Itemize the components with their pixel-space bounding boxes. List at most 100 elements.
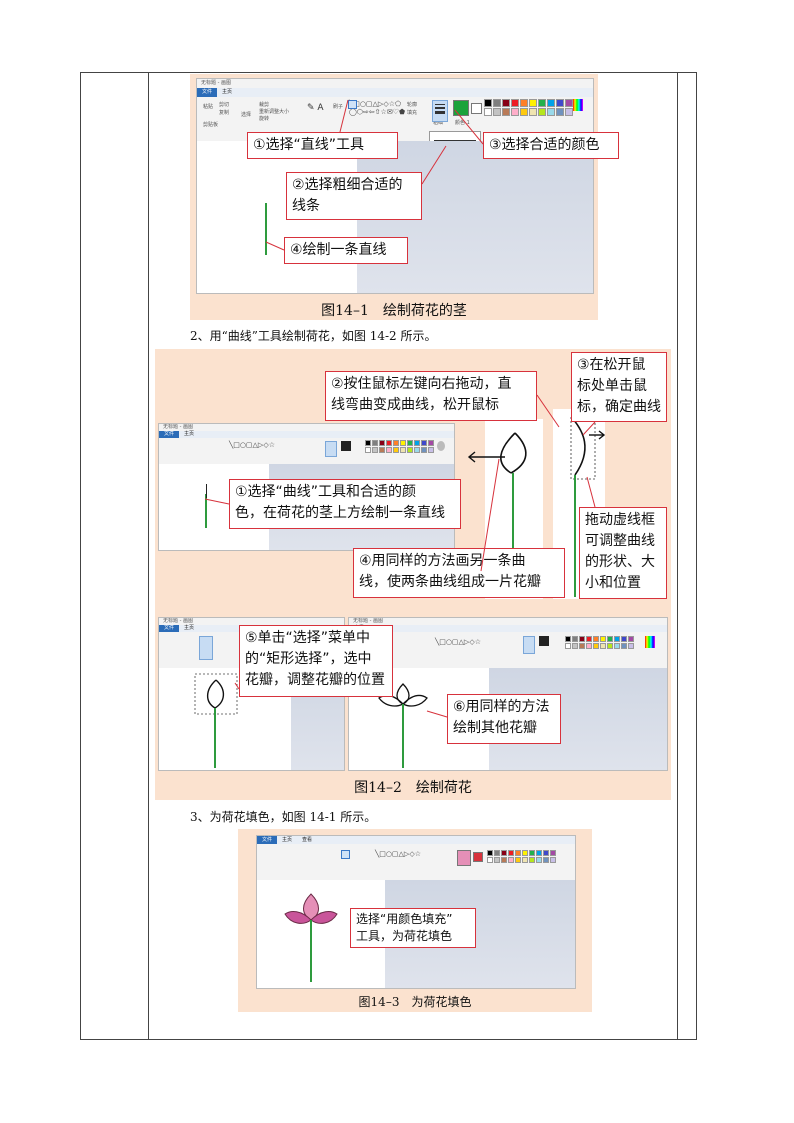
palette-swatch[interactable] <box>572 643 578 649</box>
palette-swatch[interactable] <box>414 440 420 446</box>
palette-swatch[interactable] <box>543 857 549 863</box>
tab-file[interactable]: 文件 <box>257 836 278 844</box>
palette-swatch[interactable] <box>593 636 599 642</box>
palette-swatch[interactable] <box>484 99 492 107</box>
palette-swatch[interactable] <box>515 857 521 863</box>
palette-swatch[interactable] <box>502 99 510 107</box>
color1-swatch[interactable] <box>539 636 549 646</box>
tab-home[interactable]: 主页 <box>184 625 195 631</box>
size-dropdown-icon[interactable] <box>523 636 535 654</box>
palette-swatch[interactable] <box>379 440 385 446</box>
palette-swatch[interactable] <box>372 447 378 453</box>
palette-swatch[interactable] <box>365 440 371 446</box>
palette-swatch[interactable] <box>565 636 571 642</box>
palette-swatch[interactable] <box>421 440 427 446</box>
size-dropdown-icon[interactable] <box>325 441 337 457</box>
palette-swatch[interactable] <box>522 850 528 856</box>
palette-swatch[interactable] <box>621 636 627 642</box>
palette-swatch[interactable] <box>520 99 528 107</box>
edit-colors-icon[interactable] <box>573 99 583 111</box>
select-button[interactable] <box>199 636 213 660</box>
palette-swatch[interactable] <box>572 636 578 642</box>
size-button[interactable]: 粗细 <box>433 120 444 126</box>
color1-swatch[interactable] <box>341 441 351 451</box>
palette-swatch[interactable] <box>487 857 493 863</box>
tab-home[interactable]: 主页 <box>222 89 233 95</box>
palette-swatch[interactable] <box>407 447 413 453</box>
palette-swatch[interactable] <box>547 108 555 116</box>
palette-swatch[interactable] <box>428 447 434 453</box>
palette-swatch[interactable] <box>511 108 519 116</box>
palette-swatch[interactable] <box>393 447 399 453</box>
pencil-icon[interactable]: ✎ A <box>307 103 324 113</box>
palette-swatch[interactable] <box>556 99 564 107</box>
crop-button[interactable]: 裁剪 <box>259 102 270 108</box>
palette-swatch[interactable] <box>407 440 413 446</box>
rotate-button[interactable]: 旋转 <box>259 116 270 122</box>
palette-swatch[interactable] <box>365 447 371 453</box>
palette-swatch[interactable] <box>386 447 392 453</box>
palette-swatch[interactable] <box>522 857 528 863</box>
palette-swatch[interactable] <box>520 108 528 116</box>
edit-colors-icon[interactable] <box>645 636 655 648</box>
copy-button[interactable]: 复制 <box>219 110 230 116</box>
shapes-gallery[interactable]: ╲□○▢△▷◇☆ <box>375 850 421 858</box>
line-tool-icon[interactable] <box>348 100 357 109</box>
tab-home[interactable]: 主页 <box>184 431 195 437</box>
palette-swatch[interactable] <box>614 643 620 649</box>
palette-swatch[interactable] <box>494 850 500 856</box>
tab-view[interactable]: 查看 <box>302 837 313 843</box>
palette-swatch[interactable] <box>547 99 555 107</box>
color1-button[interactable]: 颜色 1 <box>455 120 470 126</box>
palette-swatch[interactable] <box>600 643 606 649</box>
palette-swatch[interactable] <box>372 440 378 446</box>
palette-swatch[interactable] <box>550 857 556 863</box>
palette-swatch[interactable] <box>543 850 549 856</box>
palette-swatch[interactable] <box>593 643 599 649</box>
palette-swatch[interactable] <box>621 643 627 649</box>
select-button[interactable]: 选择 <box>241 112 252 118</box>
tab-home[interactable]: 主页 <box>282 837 293 843</box>
palette-swatch[interactable] <box>607 636 613 642</box>
size-dropdown-icon[interactable] <box>432 100 448 122</box>
tab-file[interactable]: 文件 <box>197 88 218 97</box>
palette-swatch[interactable] <box>386 440 392 446</box>
palette-swatch[interactable] <box>508 857 514 863</box>
tab-file[interactable]: 文件 <box>159 431 180 438</box>
palette-swatch[interactable] <box>421 447 427 453</box>
palette-swatch[interactable] <box>607 643 613 649</box>
paste-button[interactable]: 粘贴 <box>203 104 214 110</box>
fill-tool-icon[interactable] <box>341 850 350 859</box>
palette-swatch[interactable] <box>493 108 501 116</box>
cut-button[interactable]: 剪切 <box>219 102 230 108</box>
tab-file[interactable]: 文件 <box>159 625 180 632</box>
shapes-gallery-row2[interactable]: ◯⬡⇨⇦⇧☆✉♡⬟ <box>349 108 406 116</box>
palette-swatch[interactable] <box>565 99 573 107</box>
palette-swatch[interactable] <box>400 440 406 446</box>
palette-swatch[interactable] <box>586 643 592 649</box>
palette-swatch[interactable] <box>487 850 493 856</box>
fill-button[interactable]: 填充 <box>407 110 418 116</box>
palette-swatch[interactable] <box>428 440 434 446</box>
palette-swatch[interactable] <box>508 850 514 856</box>
palette-swatch[interactable] <box>379 447 385 453</box>
color2-swatch[interactable] <box>471 103 482 114</box>
size-option-1px[interactable] <box>434 140 476 141</box>
outline-button[interactable]: 轮廓 <box>407 102 418 108</box>
color1-swatch[interactable] <box>457 850 471 866</box>
palette-swatch[interactable] <box>536 850 542 856</box>
palette-swatch[interactable] <box>529 850 535 856</box>
palette-swatch[interactable] <box>393 440 399 446</box>
palette-swatch[interactable] <box>565 643 571 649</box>
palette-swatch[interactable] <box>628 636 634 642</box>
palette-swatch[interactable] <box>515 850 521 856</box>
palette-swatch[interactable] <box>538 99 546 107</box>
shapes-gallery[interactable]: ╲□○▢△▷◇☆ <box>229 441 275 449</box>
shapes-gallery[interactable]: ╲□○▢△▷◇☆ <box>435 638 481 646</box>
palette-swatch[interactable] <box>550 850 556 856</box>
palette-swatch[interactable] <box>493 99 501 107</box>
palette-swatch[interactable] <box>511 99 519 107</box>
palette-swatch[interactable] <box>494 857 500 863</box>
palette-swatch[interactable] <box>556 108 564 116</box>
palette-swatch[interactable] <box>414 447 420 453</box>
